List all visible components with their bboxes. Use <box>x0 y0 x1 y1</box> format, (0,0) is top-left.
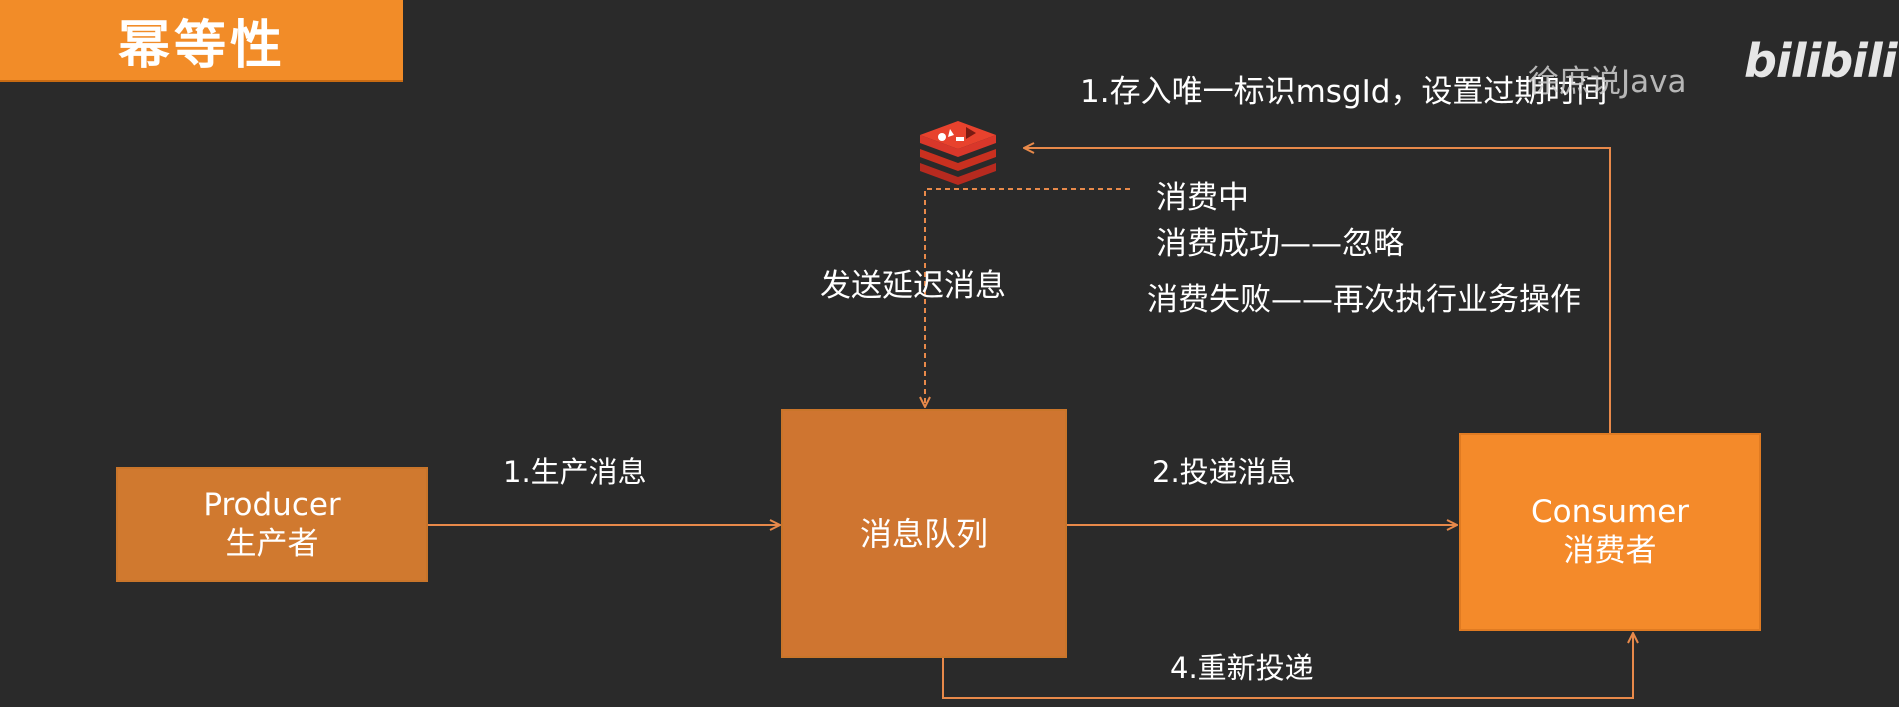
state-consuming: 消费中 <box>1156 180 1249 216</box>
consumer-node: Consumer 消费者 <box>1459 433 1761 631</box>
arrow-redeliver <box>942 633 1633 699</box>
label-deliver: 2.投递消息 <box>1152 455 1296 489</box>
label-produce: 1.生产消息 <box>503 455 647 489</box>
queue-name: 消息队列 <box>859 514 988 553</box>
label-store: 1.存入唯一标识msgId，设置过期时间 <box>1080 74 1608 110</box>
producer-subtitle: 生产者 <box>225 525 319 562</box>
consumer-name: Consumer <box>1530 494 1690 531</box>
bilibili-logo: bilibili <box>1744 34 1897 88</box>
arrow-store <box>1024 148 1611 433</box>
producer-name: Producer <box>203 486 341 523</box>
redis-icon <box>920 121 996 185</box>
state-success: 消费成功——忽略 <box>1156 226 1404 262</box>
page-title: 幂等性 <box>118 15 287 76</box>
label-delay: 发送延迟消息 <box>820 268 1006 304</box>
queue-node: 消息队列 <box>781 409 1067 658</box>
watermark-author: 徐庶说Java <box>1528 64 1687 100</box>
producer-node: Producer 生产者 <box>116 467 428 582</box>
title-banner: 幂等性 <box>0 0 403 82</box>
consumer-subtitle: 消费者 <box>1563 533 1657 569</box>
state-fail: 消费失败——再次执行业务操作 <box>1147 282 1581 318</box>
label-redeliver: 4.重新投递 <box>1170 651 1314 685</box>
